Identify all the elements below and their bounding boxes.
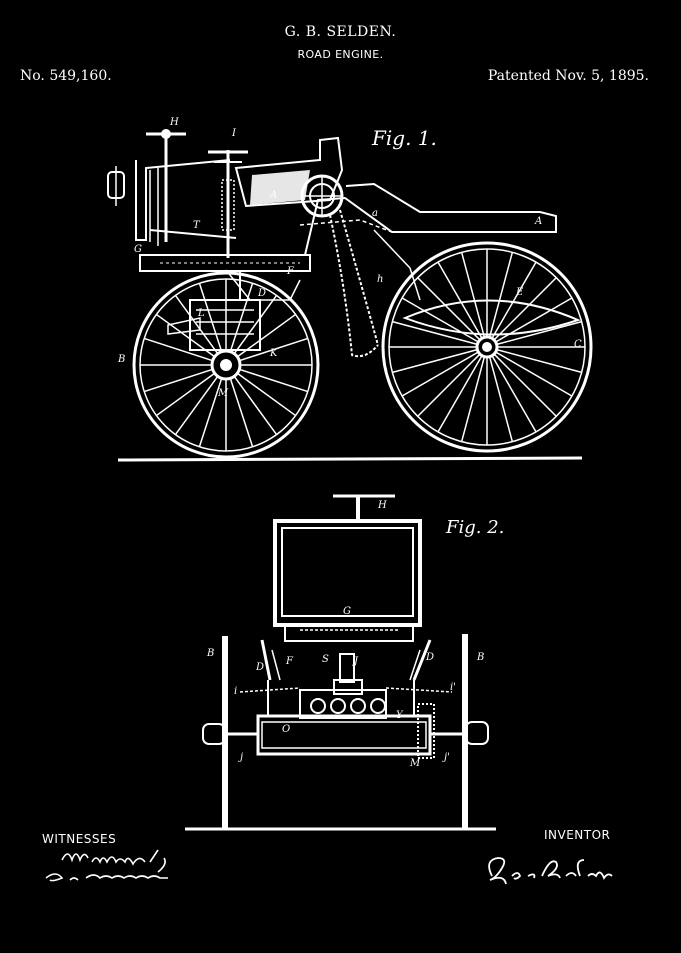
seat: [234, 136, 344, 208]
inventor-heading: INVENTOR: [544, 828, 611, 842]
wheel-spoke: [491, 355, 537, 433]
wheel-spoke: [239, 368, 309, 393]
svg-text:J: J: [352, 656, 359, 667]
svg-text:j': j': [442, 752, 450, 763]
svg-text:i': i': [450, 682, 456, 693]
svg-text:K: K: [269, 348, 278, 359]
wheel-spoke: [488, 252, 514, 338]
wheel-spoke: [401, 351, 479, 397]
carriage-body: [140, 182, 557, 256]
wheel-spoke: [495, 351, 573, 397]
wheel-spoke: [229, 378, 254, 448]
document-title: ROAD ENGINE.: [297, 48, 384, 61]
frame-rail: [139, 254, 311, 272]
wheel-spoke: [233, 375, 278, 436]
svg-text:D: D: [257, 288, 266, 299]
wheel-spoke: [143, 368, 213, 393]
inventor-signature: [488, 857, 613, 885]
wheel-spoke: [496, 348, 582, 374]
wheel-spoke: [460, 252, 486, 338]
svg-text:M: M: [217, 388, 229, 399]
svg-text:h: h: [377, 274, 383, 285]
wheel-spoke: [491, 261, 537, 339]
small-wheel: [132, 271, 320, 459]
wheel-spoke: [236, 372, 297, 417]
wheel-spoke: [174, 375, 219, 436]
inventor-name: G. B. SELDEN.: [284, 24, 397, 40]
wheel-spoke: [417, 277, 481, 341]
wheel-spoke: [229, 282, 254, 352]
svg-text:L: L: [197, 308, 205, 319]
wheel-spoke: [174, 294, 219, 355]
svg-text:a: a: [372, 208, 378, 219]
wheel-spoke: [401, 297, 479, 343]
ground-line: [117, 456, 583, 462]
wheel-spoke: [417, 353, 481, 417]
wheel-spoke: [437, 355, 483, 433]
svg-text:A: A: [269, 190, 277, 201]
svg-text:B: B: [206, 648, 214, 659]
svg-text:M: M: [409, 758, 421, 769]
wheel-spoke: [392, 348, 478, 374]
svg-text:Y: Y: [396, 710, 404, 721]
witnesses-heading: WITNESSES: [42, 832, 117, 846]
svg-text:j: j: [238, 752, 243, 763]
svg-text:i: i: [234, 686, 237, 697]
wheel-spoke: [143, 337, 213, 362]
svg-text:T: T: [193, 220, 201, 231]
svg-text:E: E: [515, 287, 524, 298]
wheel-spoke: [155, 372, 216, 417]
svg-text:B: B: [117, 354, 125, 365]
large-wheel: [381, 241, 593, 453]
svg-text:I: I: [231, 128, 237, 139]
wheel-spoke: [198, 378, 223, 448]
leaf-spring: [402, 299, 581, 336]
wheel-spoke: [496, 320, 582, 346]
engine-block: [189, 299, 261, 351]
patent-date: Patented Nov. 5, 1895.: [487, 68, 649, 84]
drive-chain: [329, 209, 379, 358]
svg-text:F: F: [286, 266, 295, 277]
svg-text:F: F: [285, 656, 294, 667]
dashboard: [135, 159, 231, 241]
svg-text:A: A: [534, 216, 542, 227]
patent-number: No. 549,160.: [20, 68, 112, 84]
svg-text:S: S: [322, 654, 329, 665]
engine-cylinders: [299, 689, 387, 719]
wheel-spoke: [233, 294, 278, 355]
wheel-spoke: [460, 356, 486, 442]
svg-text:D: D: [255, 662, 264, 673]
svg-text:H: H: [377, 500, 387, 511]
witness-signatures: [45, 849, 168, 882]
wheel-spoke: [437, 261, 483, 339]
wheel-spoke: [493, 277, 557, 341]
figure-1-drawing: H I A A T G Fa hE C B D L K M: [107, 117, 593, 462]
svg-text:C: C: [574, 339, 582, 350]
svg-text:B: B: [476, 652, 484, 663]
svg-text:G: G: [343, 606, 351, 617]
wheel-spoke: [392, 320, 478, 346]
wheel-spoke: [493, 353, 557, 417]
figure-2-label: Fig. 2.: [446, 517, 505, 538]
wheel-spoke: [198, 282, 223, 352]
figure-2-drawing: H G B B D D F S Ji i' O j j' M Y: [185, 494, 496, 831]
svg-text:D: D: [425, 652, 434, 663]
wheel-spoke: [488, 356, 514, 442]
svg-text:H: H: [169, 117, 179, 128]
svg-text:G: G: [134, 244, 142, 255]
wheel-spoke: [239, 337, 309, 362]
figure-1-label: Fig. 1.: [372, 126, 437, 150]
svg-text:O: O: [282, 724, 290, 735]
flywheel: [300, 174, 344, 218]
